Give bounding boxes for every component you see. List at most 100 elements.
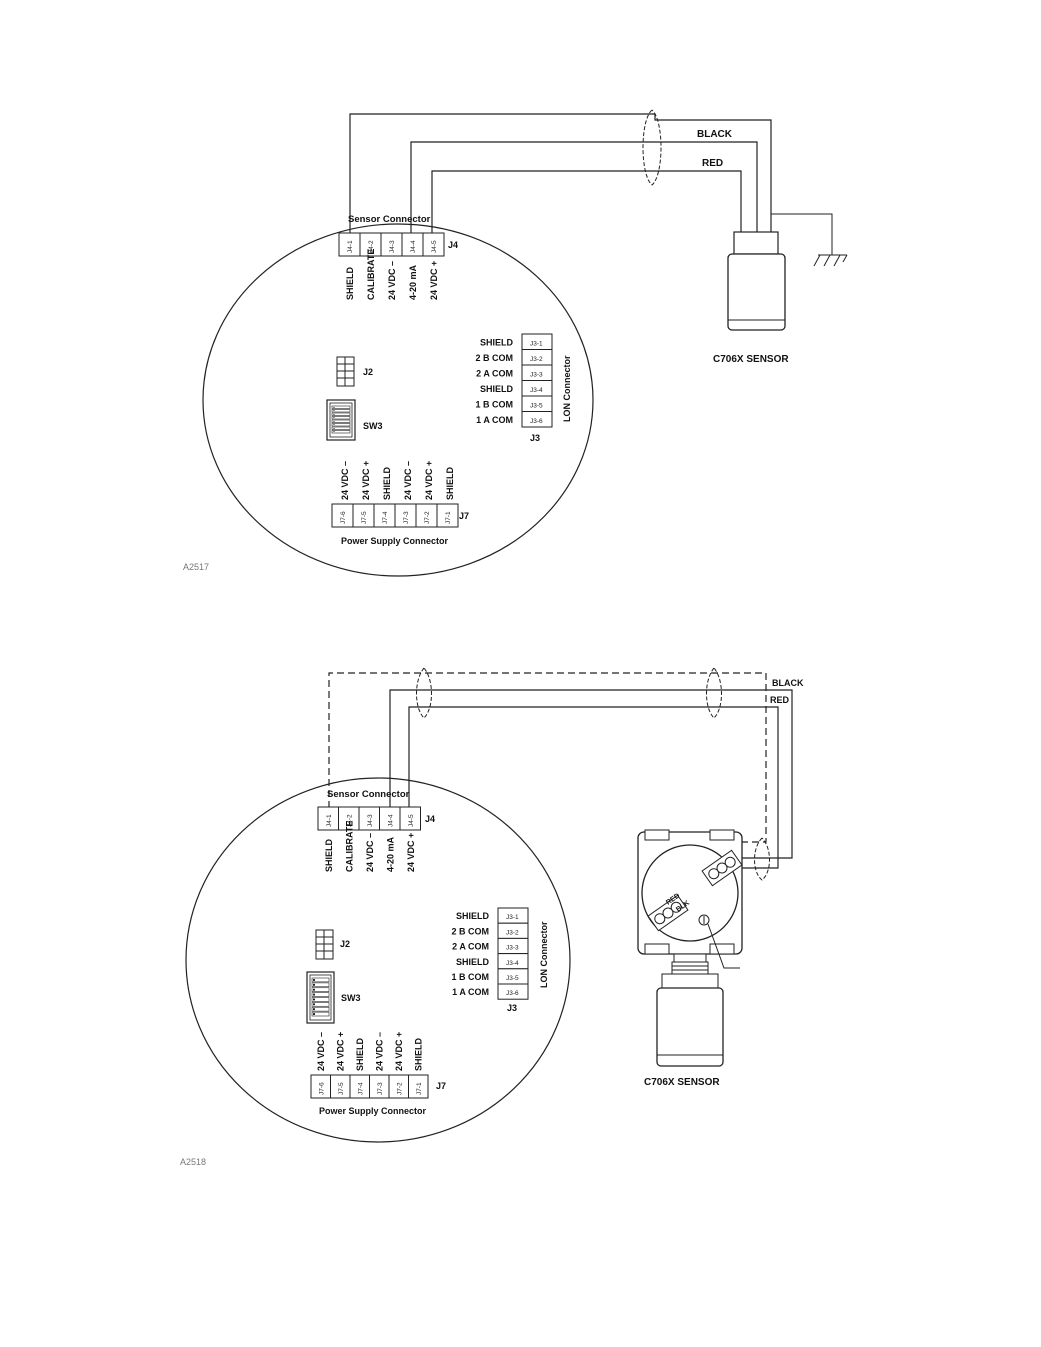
cable-sheath: [706, 667, 722, 719]
dip-switch-toggle: [331, 405, 351, 409]
signal-label: 4-20 mA: [408, 264, 418, 300]
pin-label: J4-5: [408, 814, 415, 827]
terminal-cell: [497, 983, 529, 1000]
signal-label: 4-20 mA: [386, 836, 396, 872]
dip-switch-toggle: [331, 426, 351, 430]
sw3-label: SW3: [341, 993, 361, 1003]
pin-label: J4-2: [346, 814, 353, 827]
signal-label: 2 B COM: [475, 353, 513, 363]
dip-switch-toggle: [331, 430, 351, 434]
signal-label: 24 VDC –: [340, 461, 350, 500]
ground-icon: [813, 254, 848, 267]
signal-label: CALIBRATE: [366, 249, 376, 300]
pin-label: J4-4: [387, 814, 394, 827]
pin-label: J3-2: [506, 929, 519, 936]
sensor-body: [727, 231, 786, 331]
cable-sheath: [754, 837, 770, 881]
j7-ref: J7: [436, 1081, 446, 1091]
shield-wire: [349, 113, 772, 233]
pin-label: J3-1: [506, 914, 519, 921]
pin-label: J4-1: [347, 240, 354, 253]
sensor-name: C706X SENSOR: [644, 1077, 720, 1088]
pin-label: J3-5: [530, 403, 543, 410]
sensor-name: C706X SENSOR: [713, 354, 789, 365]
board-outline: [185, 777, 571, 1143]
signal-label: 24 VDC +: [424, 461, 434, 500]
signal-label: 2 B COM: [451, 926, 489, 936]
red-wire-label: RED: [702, 158, 723, 169]
signal-label: 1 B COM: [451, 972, 489, 982]
pin-label: J3-5: [506, 975, 519, 982]
pin-label: J3-4: [530, 387, 543, 394]
signal-label: 24 VDC –: [316, 1032, 326, 1071]
dip-switch-toggle: [311, 987, 330, 992]
dip-switch-toggle: [311, 997, 330, 1002]
red-wire: [431, 170, 742, 233]
pin-label: J3-3: [530, 372, 543, 379]
signal-label: 24 VDC –: [387, 261, 397, 300]
dip-switch-toggle: [311, 1006, 330, 1012]
dip-switch-toggle: [331, 412, 351, 416]
pin-label: J7-6: [318, 1082, 325, 1095]
signal-label: 24 VDC –: [375, 1032, 385, 1071]
pin-label: J4-3: [389, 240, 396, 253]
pin-label: J4-4: [410, 240, 417, 253]
dip-switch-toggle: [311, 1011, 330, 1017]
power-connector-title: Power Supply Connector: [341, 536, 449, 546]
black-wire: [389, 689, 793, 859]
pin-label: J4-3: [367, 814, 374, 827]
cable-sheath: [642, 109, 662, 186]
sw3-dip-switch: [306, 971, 335, 1024]
signal-label: 24 VDC –: [403, 461, 413, 500]
red-wire: [408, 706, 779, 869]
pin-label: J3-2: [530, 356, 543, 363]
j7-ref: J7: [459, 511, 469, 521]
terminal-cell: [521, 411, 553, 428]
signal-label: SHIELD: [414, 1037, 424, 1071]
pin-label: J3-4: [506, 960, 519, 967]
lon-connector-title: LON Connector: [562, 355, 572, 422]
terminal-cell: [408, 1074, 429, 1099]
pin-label: J7-3: [403, 511, 410, 524]
pin-label: J7-4: [382, 511, 389, 524]
signal-label: 24 VDC +: [336, 1032, 346, 1071]
signal-label: SHIELD: [345, 266, 355, 300]
terminal-cell: [399, 806, 421, 831]
dip-switch-toggle: [331, 419, 351, 423]
dip-switch-toggle: [331, 409, 351, 413]
j4-labels: SHIELD CALIBRATE 24 VDC – 4-20 mA 24 VDC +: [345, 249, 439, 300]
signal-label: SHIELD: [480, 384, 514, 394]
terminal-cell: [422, 232, 445, 257]
signal-label: SHIELD: [445, 466, 455, 500]
signal-label: SHIELD: [382, 466, 392, 500]
j7-labels: 24 VDC – 24 VDC + SHIELD 24 VDC – 24 VDC + SH…: [340, 461, 455, 500]
signal-label: SHIELD: [456, 911, 490, 921]
signal-label: SHIELD: [324, 838, 334, 872]
j2-header: [315, 929, 334, 960]
signal-label: SHIELD: [480, 338, 514, 348]
signal-label: 1 A COM: [476, 415, 513, 425]
diagram-2: BLACK RED: [180, 667, 804, 1167]
ground-wire: [770, 213, 833, 255]
pin-label: J7-2: [424, 511, 431, 524]
signal-label: 24 VDC +: [361, 461, 371, 500]
lon-connector-title: LON Connector: [539, 921, 549, 988]
j4-ref: J4: [448, 240, 458, 250]
signal-label: 24 VDC +: [429, 261, 439, 300]
signal-label: 2 A COM: [452, 942, 489, 952]
pin-label: J3-1: [530, 341, 543, 348]
j2-label: J2: [340, 939, 350, 949]
pin-label: J4-5: [431, 240, 438, 253]
signal-label: 24 VDC –: [365, 833, 375, 872]
red-wire-label: RED: [770, 695, 790, 705]
pin-label: J7-5: [361, 511, 368, 524]
pin-label: J7-1: [416, 1082, 423, 1095]
black-wire: [410, 141, 758, 233]
